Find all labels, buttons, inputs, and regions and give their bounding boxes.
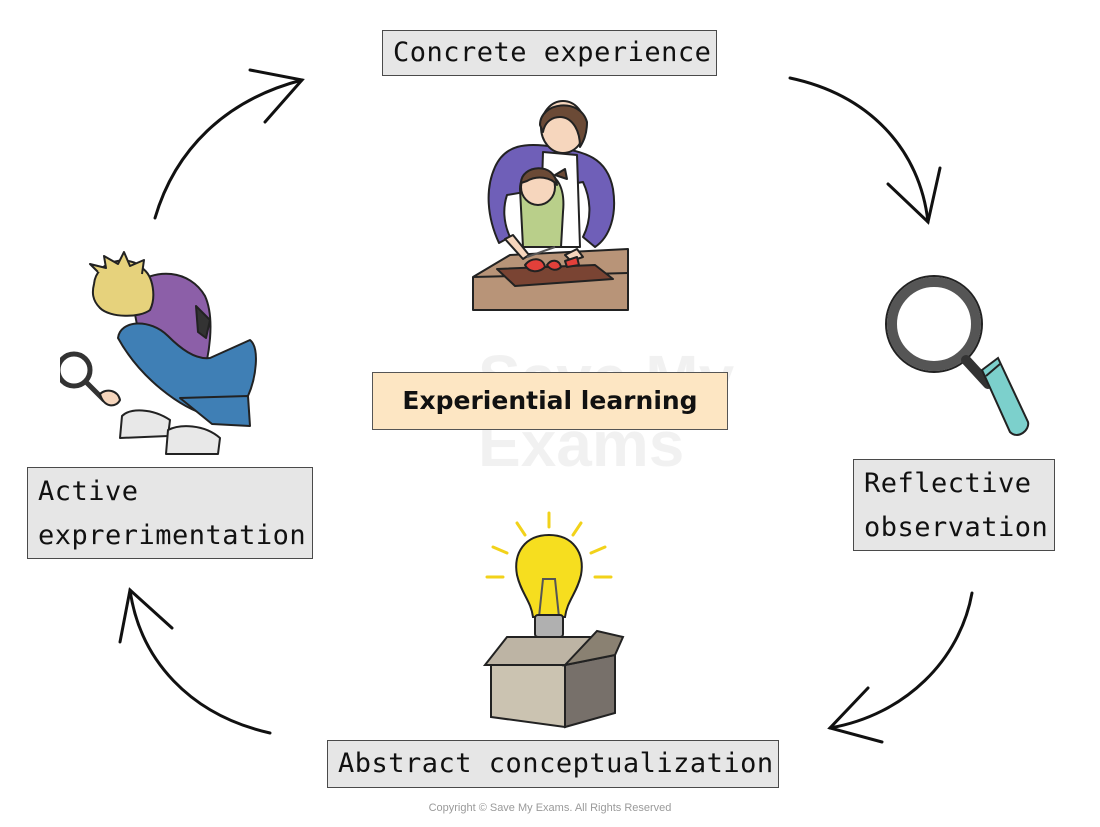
investigating-child-illustration [60, 251, 257, 455]
copyright-notice: Copyright © Save My Exams. All Rights Re… [428, 802, 672, 814]
active-experimentation-label: Active exprerimentation [27, 467, 313, 559]
cooking-illustration [472, 100, 629, 311]
cycle-arrow-icon [118, 587, 272, 735]
reflective-observation-label: Reflective observation [853, 459, 1055, 551]
magnifying-glass-icon [885, 275, 1030, 436]
concrete-experience-label: Concrete experience [382, 30, 717, 76]
light-bulb-icon [482, 511, 625, 729]
abstract-conceptualization-label: Abstract conceptualization [327, 740, 779, 788]
cycle-arrow-icon [788, 76, 942, 225]
experiential-learning-title: Experiential learning [372, 372, 728, 430]
cycle-arrow-icon [153, 68, 305, 220]
cycle-arrow-icon [827, 591, 974, 744]
